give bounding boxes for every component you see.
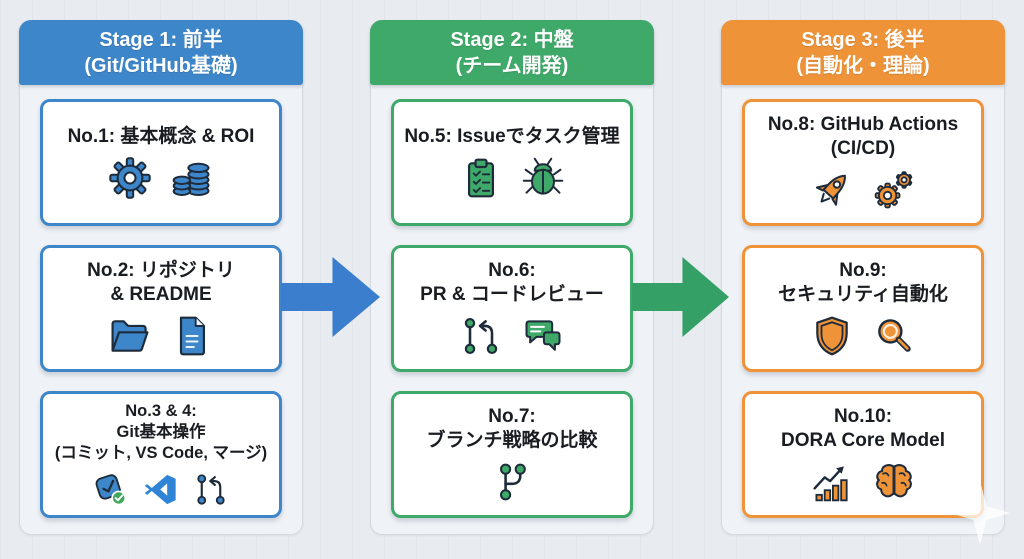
card-no2: No.2: リポジトリ & README: [40, 245, 282, 372]
clipboard-checklist-icon: [458, 156, 504, 200]
card-no2-icons: [107, 314, 215, 358]
stage-1-cards: No.1: 基本概念 & ROI No.2: リポジトリ & README No…: [20, 85, 302, 532]
card-no9: No.9: セキュリティ自動化: [742, 245, 984, 372]
chat-bubbles-icon: [520, 314, 566, 358]
card-no10: No.10: DORA Core Model: [742, 391, 984, 518]
card-no2-title: No.2: リポジトリ & README: [87, 259, 235, 305]
brain-icon: [871, 460, 917, 504]
growth-chart-icon: [809, 460, 855, 504]
card-no1-title: No.1: 基本概念 & ROI: [67, 125, 255, 147]
folder-icon: [107, 314, 153, 358]
pull-request-icon: [458, 314, 504, 358]
card-no9-icons: [809, 314, 917, 358]
stage-1-header: Stage 1: 前半 (Git/GitHub基礎): [19, 20, 303, 85]
card-no8: No.8: GitHub Actions (CI/CD): [742, 99, 984, 226]
card-no3-4: No.3 & 4: Git基本操作 (コミット, VS Code, マージ): [40, 391, 282, 518]
card-no3-4-title: No.3 & 4: Git基本操作 (コミット, VS Code, マージ): [54, 401, 268, 463]
shield-icon: [809, 314, 855, 358]
card-no7-title: No.7: ブランチ戦略の比較: [426, 405, 598, 451]
stage-2-cards: No.5: Issueでタスク管理 No.6: PR & コードレビュー No.…: [371, 85, 653, 532]
stage-2-header: Stage 2: 中盤 (チーム開発): [370, 20, 654, 85]
card-no1: No.1: 基本概念 & ROI: [40, 99, 282, 226]
card-no7: No.7: ブランチ戦略の比較: [391, 391, 633, 518]
card-no5-title: No.5: Issueでタスク管理: [404, 125, 620, 147]
pull-request-icon: [191, 471, 231, 508]
stage-3-header: Stage 3: 後半 (自動化・理論): [721, 20, 1005, 85]
stage-2: Stage 2: 中盤 (チーム開発) No.5: Issueでタスク管理 No…: [370, 20, 654, 535]
card-no9-title: No.9: セキュリティ自動化: [778, 259, 948, 305]
card-no3-4-icons: [91, 471, 231, 508]
card-no1-icons: [107, 156, 215, 200]
card-no6-title: No.6: PR & コードレビュー: [420, 259, 604, 305]
card-no10-icons: [809, 460, 917, 504]
card-no6-icons: [458, 314, 566, 358]
rocket-icon: [809, 168, 855, 212]
card-no6: No.6: PR & コードレビュー: [391, 245, 633, 372]
commit-check-icon: [91, 471, 131, 508]
card-no5: No.5: Issueでタスク管理: [391, 99, 633, 226]
card-no10-title: No.10: DORA Core Model: [781, 405, 945, 451]
stage-3-cards: No.8: GitHub Actions (CI/CD) No.9: セキュリテ…: [722, 85, 1004, 532]
bug-icon: [520, 156, 566, 200]
card-no8-icons: [809, 168, 917, 212]
vscode-icon: [141, 471, 181, 508]
document-icon: [169, 314, 215, 358]
card-no8-title: No.8: GitHub Actions (CI/CD): [767, 113, 959, 159]
gears-icon: [871, 168, 917, 212]
stage-1: Stage 1: 前半 (Git/GitHub基礎) No.1: 基本概念 & …: [19, 20, 303, 535]
coins-icon: [169, 156, 215, 200]
branch-icon: [489, 460, 535, 504]
card-no7-icons: [489, 460, 535, 504]
card-no5-icons: [458, 156, 566, 200]
gear-icon: [107, 156, 153, 200]
stage-3: Stage 3: 後半 (自動化・理論) No.8: GitHub Action…: [721, 20, 1005, 535]
magnifier-icon: [871, 314, 917, 358]
